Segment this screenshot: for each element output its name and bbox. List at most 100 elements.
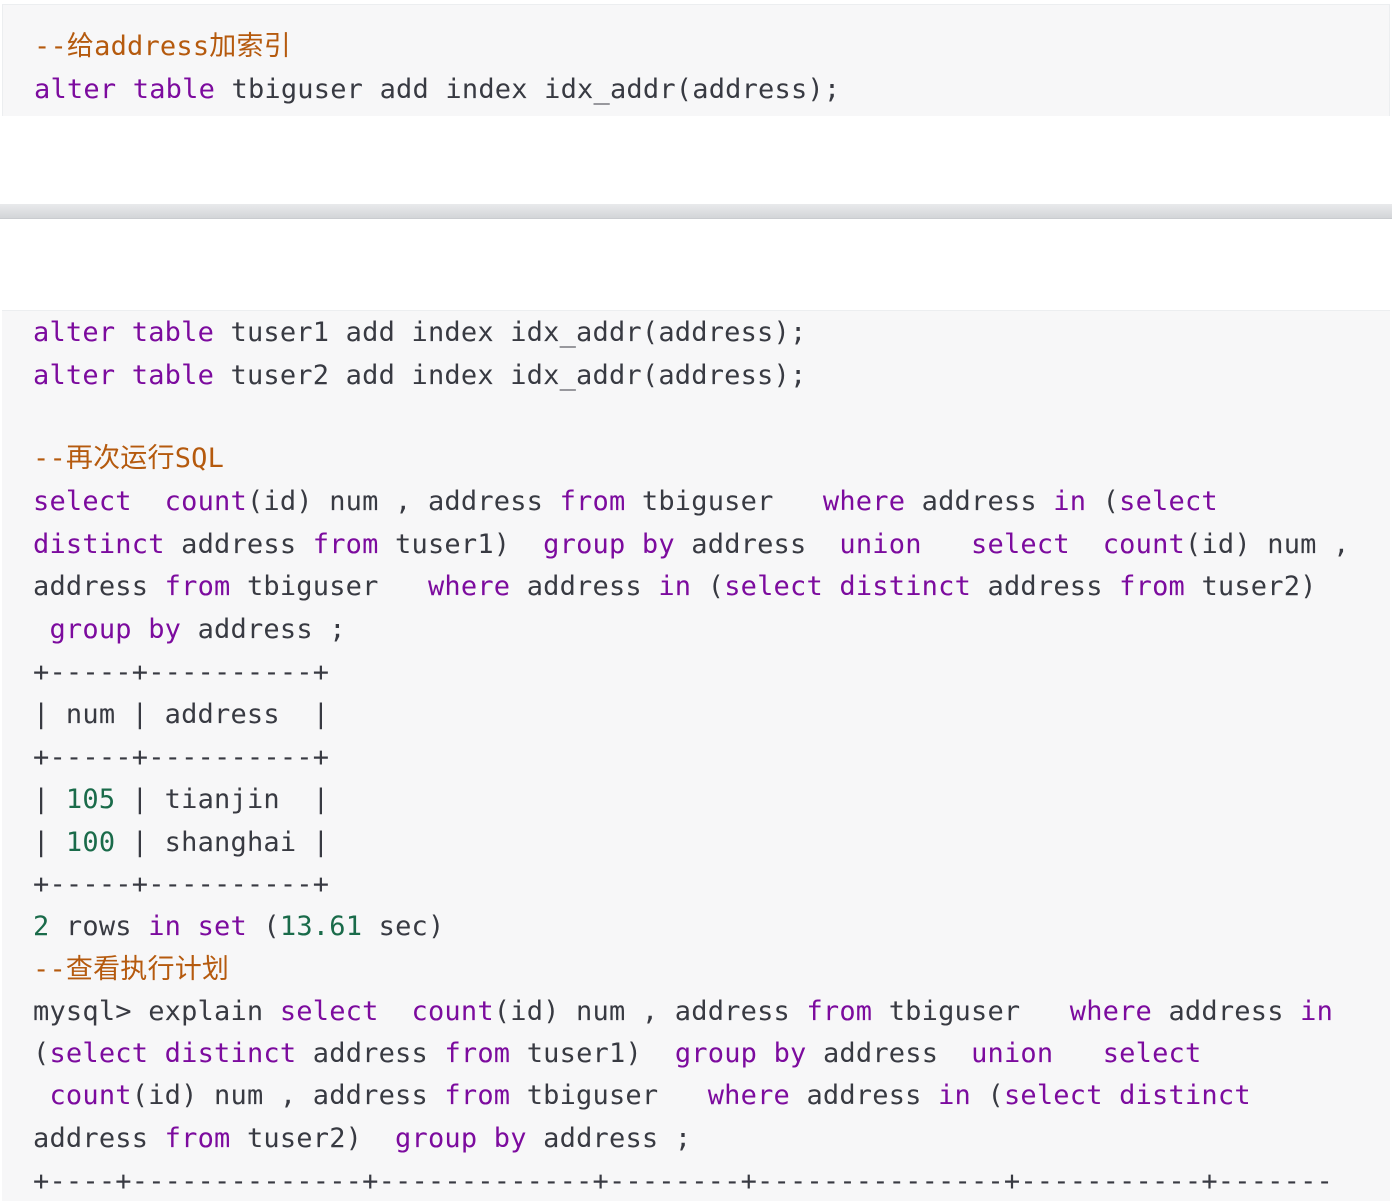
code-token: --给address加索引	[34, 31, 291, 62]
code-token: address	[789, 1080, 939, 1111]
code-token: alter	[34, 74, 117, 105]
code-token: group	[49, 614, 132, 645]
code-token: address ;	[526, 1123, 692, 1154]
code-token: address	[296, 1038, 445, 1069]
code-token: in	[658, 571, 692, 602]
code-token: rows	[49, 911, 149, 942]
code-token: alter	[33, 360, 116, 391]
code-token: table	[132, 74, 216, 105]
code-token: +----+--------------+-------------+-----…	[33, 1166, 1333, 1197]
code-line: alter table tbiguser add index idx_addr(…	[34, 68, 840, 111]
code-token: by	[773, 1038, 807, 1069]
code-token: (	[971, 1080, 1004, 1111]
code-token: sec)	[362, 911, 445, 942]
code-token: select	[49, 1038, 149, 1069]
code-token: 105	[65, 784, 116, 815]
code-token: tuser2 add index idx_addr(address);	[214, 360, 807, 391]
code-token: tbiguser	[510, 1080, 708, 1111]
code-token: group	[395, 1123, 478, 1154]
code-token: tuser2)	[1184, 571, 1317, 602]
code-token: from	[444, 1038, 511, 1069]
code-token: | num | address |	[33, 699, 330, 730]
code-line: address from tbiguser where address in (…	[33, 565, 1317, 608]
code-token: address	[33, 1123, 165, 1154]
code-token: from	[559, 486, 626, 517]
code-token: address	[1152, 996, 1301, 1027]
code-token: union	[971, 1038, 1054, 1069]
code-token: tuser1)	[510, 1038, 675, 1069]
code-token: |	[33, 827, 66, 858]
code-token	[148, 1038, 164, 1069]
code-line: alter table tuser1 add index idx_addr(ad…	[33, 311, 806, 354]
code-line: group by address ;	[33, 608, 346, 651]
code-token: from	[164, 1123, 231, 1154]
code-token	[116, 74, 132, 105]
code-token: in	[148, 911, 182, 942]
code-token: --再次运行SQL	[33, 443, 225, 474]
code-line: +-----+----------+	[33, 651, 329, 694]
code-token: tbiguser add index idx_addr(address);	[215, 74, 841, 105]
code-token: in	[938, 1080, 972, 1111]
code-token: address	[806, 1038, 972, 1069]
code-token: +-----+----------+	[33, 657, 330, 688]
code-line: 2 rows in set (13.61 sec)	[33, 905, 444, 948]
code-token	[922, 529, 971, 560]
code-token: +-----+----------+	[33, 742, 330, 773]
code-token: table	[131, 360, 215, 391]
code-token: address	[164, 529, 313, 560]
code-token: from	[806, 996, 873, 1027]
code-token: count	[49, 1080, 132, 1111]
code-token: alter	[33, 317, 116, 348]
code-token: 2	[33, 911, 50, 942]
code-line: +----+--------------+-------------+-----…	[33, 1160, 1333, 1203]
code-token: select	[279, 996, 379, 1027]
code-token: tuser2)	[230, 1123, 396, 1154]
code-token: (	[246, 911, 280, 942]
code-token: (	[1086, 486, 1120, 517]
code-token: address ;	[181, 614, 346, 645]
code-token: count	[164, 486, 247, 517]
code-line: --查看执行计划	[33, 948, 229, 991]
code-token: set	[197, 911, 247, 942]
code-token: tuser1 add index idx_addr(address);	[214, 317, 807, 348]
code-token: tbiguser	[230, 571, 428, 602]
code-line: select count(id) num , address from tbig…	[33, 480, 1218, 523]
code-token: address	[905, 486, 1054, 517]
code-token: group	[674, 1038, 758, 1069]
code-block-2: alter table tuser1 add index idx_addr(ad…	[2, 310, 1390, 1201]
code-token: distinct	[33, 529, 165, 560]
code-token	[132, 614, 148, 645]
code-line: alter table tuser2 add index idx_addr(ad…	[33, 354, 806, 397]
code-token: (id) num , address	[493, 996, 807, 1027]
code-line: distinct address from tuser1) group by a…	[33, 523, 1350, 566]
code-token: +-----+----------+	[33, 869, 330, 900]
code-line: | 105 | tianjin |	[33, 778, 329, 821]
code-token: tbiguser	[872, 996, 1070, 1027]
code-token: address	[971, 571, 1120, 602]
code-token: from	[1119, 571, 1185, 602]
code-token: select	[33, 486, 132, 517]
code-token: by	[148, 614, 182, 645]
code-token: --查看执行计划	[33, 954, 230, 985]
code-token: 13.61	[279, 911, 363, 942]
code-token: tbiguser	[625, 486, 823, 517]
code-token	[757, 1038, 773, 1069]
code-token	[115, 360, 131, 391]
code-token	[33, 614, 49, 645]
code-token: (id) num , address	[246, 486, 560, 517]
code-token: count	[411, 996, 494, 1027]
code-token: (id) num , address	[131, 1080, 445, 1111]
code-token: mysql> explain	[33, 996, 280, 1027]
code-token: union	[839, 529, 922, 560]
code-token: (id) num ,	[1184, 529, 1350, 560]
code-line: +-----+----------+	[33, 736, 329, 779]
code-token: address	[510, 571, 659, 602]
code-token: distinct	[1119, 1080, 1251, 1111]
code-token	[181, 911, 197, 942]
code-token	[379, 996, 412, 1027]
code-token: where	[1069, 996, 1153, 1027]
code-line: count(id) num , address from tbiguser wh…	[33, 1074, 1251, 1117]
code-token: where	[822, 486, 906, 517]
code-line: | 100 | shanghai |	[33, 821, 329, 864]
code-token: select	[1102, 1038, 1202, 1069]
